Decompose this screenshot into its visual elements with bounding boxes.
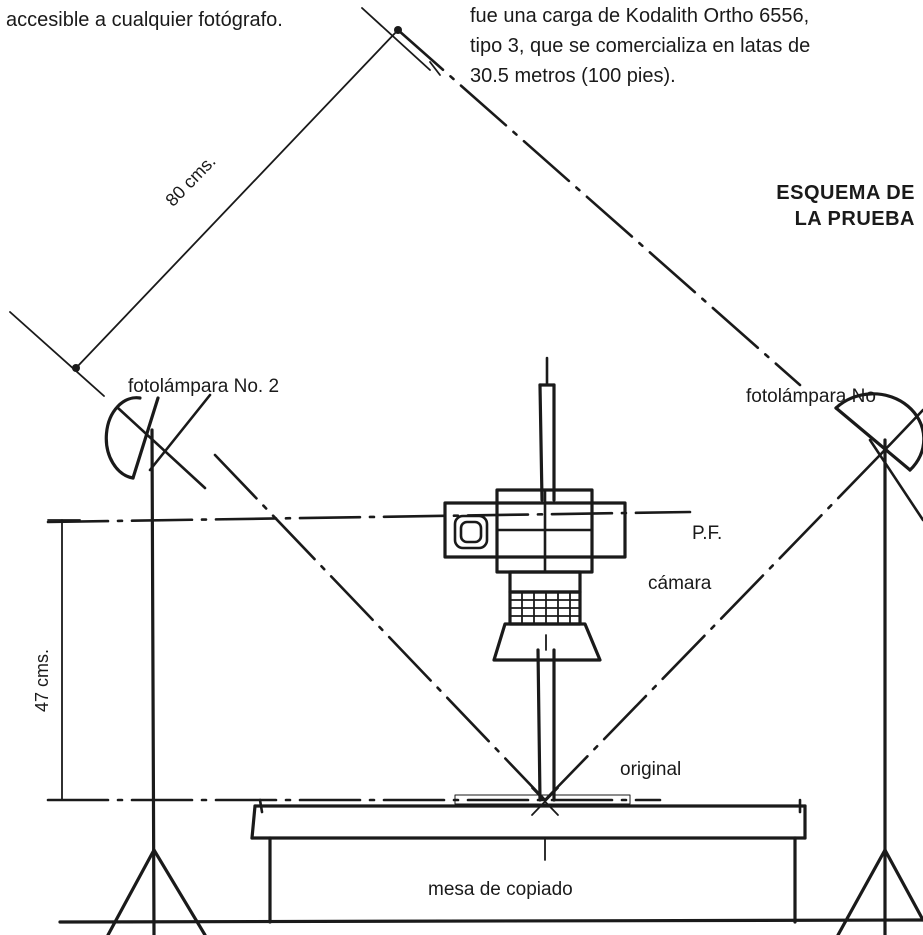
label-lamp-1: fotolámpara No: [746, 386, 876, 407]
intro-line: 30.5 metros (100 pies).: [470, 65, 676, 87]
light-ray: [213, 453, 547, 802]
dimension-80-line: [9, 7, 431, 397]
floor-line: [58, 918, 923, 924]
camera-bellows: [508, 590, 582, 626]
label-original: original: [620, 759, 682, 780]
intro-text-left: accesible a cualquier fotógrafo.: [6, 9, 283, 31]
intro-text-right: fue una carga de Kodalith Ortho 6556, ti…: [470, 4, 810, 88]
lamp-2-stand: [104, 393, 212, 935]
light-path-line: [396, 28, 802, 387]
label-focal-plane: P.F.: [692, 523, 723, 544]
original-marker: [531, 787, 559, 816]
light-ray: [543, 453, 882, 802]
label-lamp-2: fotolámpara No. 2: [128, 376, 280, 397]
intro-line: fue una carga de Kodalith Ortho 6556,: [470, 5, 810, 27]
label-camera: cámara: [648, 573, 712, 594]
label-47cm: 47 cms.: [32, 648, 52, 712]
diagram-title-line: LA PRUEBA: [794, 208, 915, 230]
camera-lens: [492, 622, 602, 662]
diagram-title: ESQUEMA DE LA PRUEBA: [695, 180, 915, 232]
focal-plane-line: [46, 510, 692, 524]
copy-table: [250, 798, 807, 924]
label-copy-table: mesa de copiado: [428, 879, 573, 900]
copy-stand-column: [536, 356, 556, 802]
camera-body: [443, 488, 627, 594]
intro-line: tipo 3, que se comercializa en latas de: [470, 35, 811, 57]
lamp-1-stand: [834, 392, 923, 935]
light-path-line: [429, 61, 441, 76]
diagram-title-line: ESQUEMA DE: [776, 182, 915, 204]
